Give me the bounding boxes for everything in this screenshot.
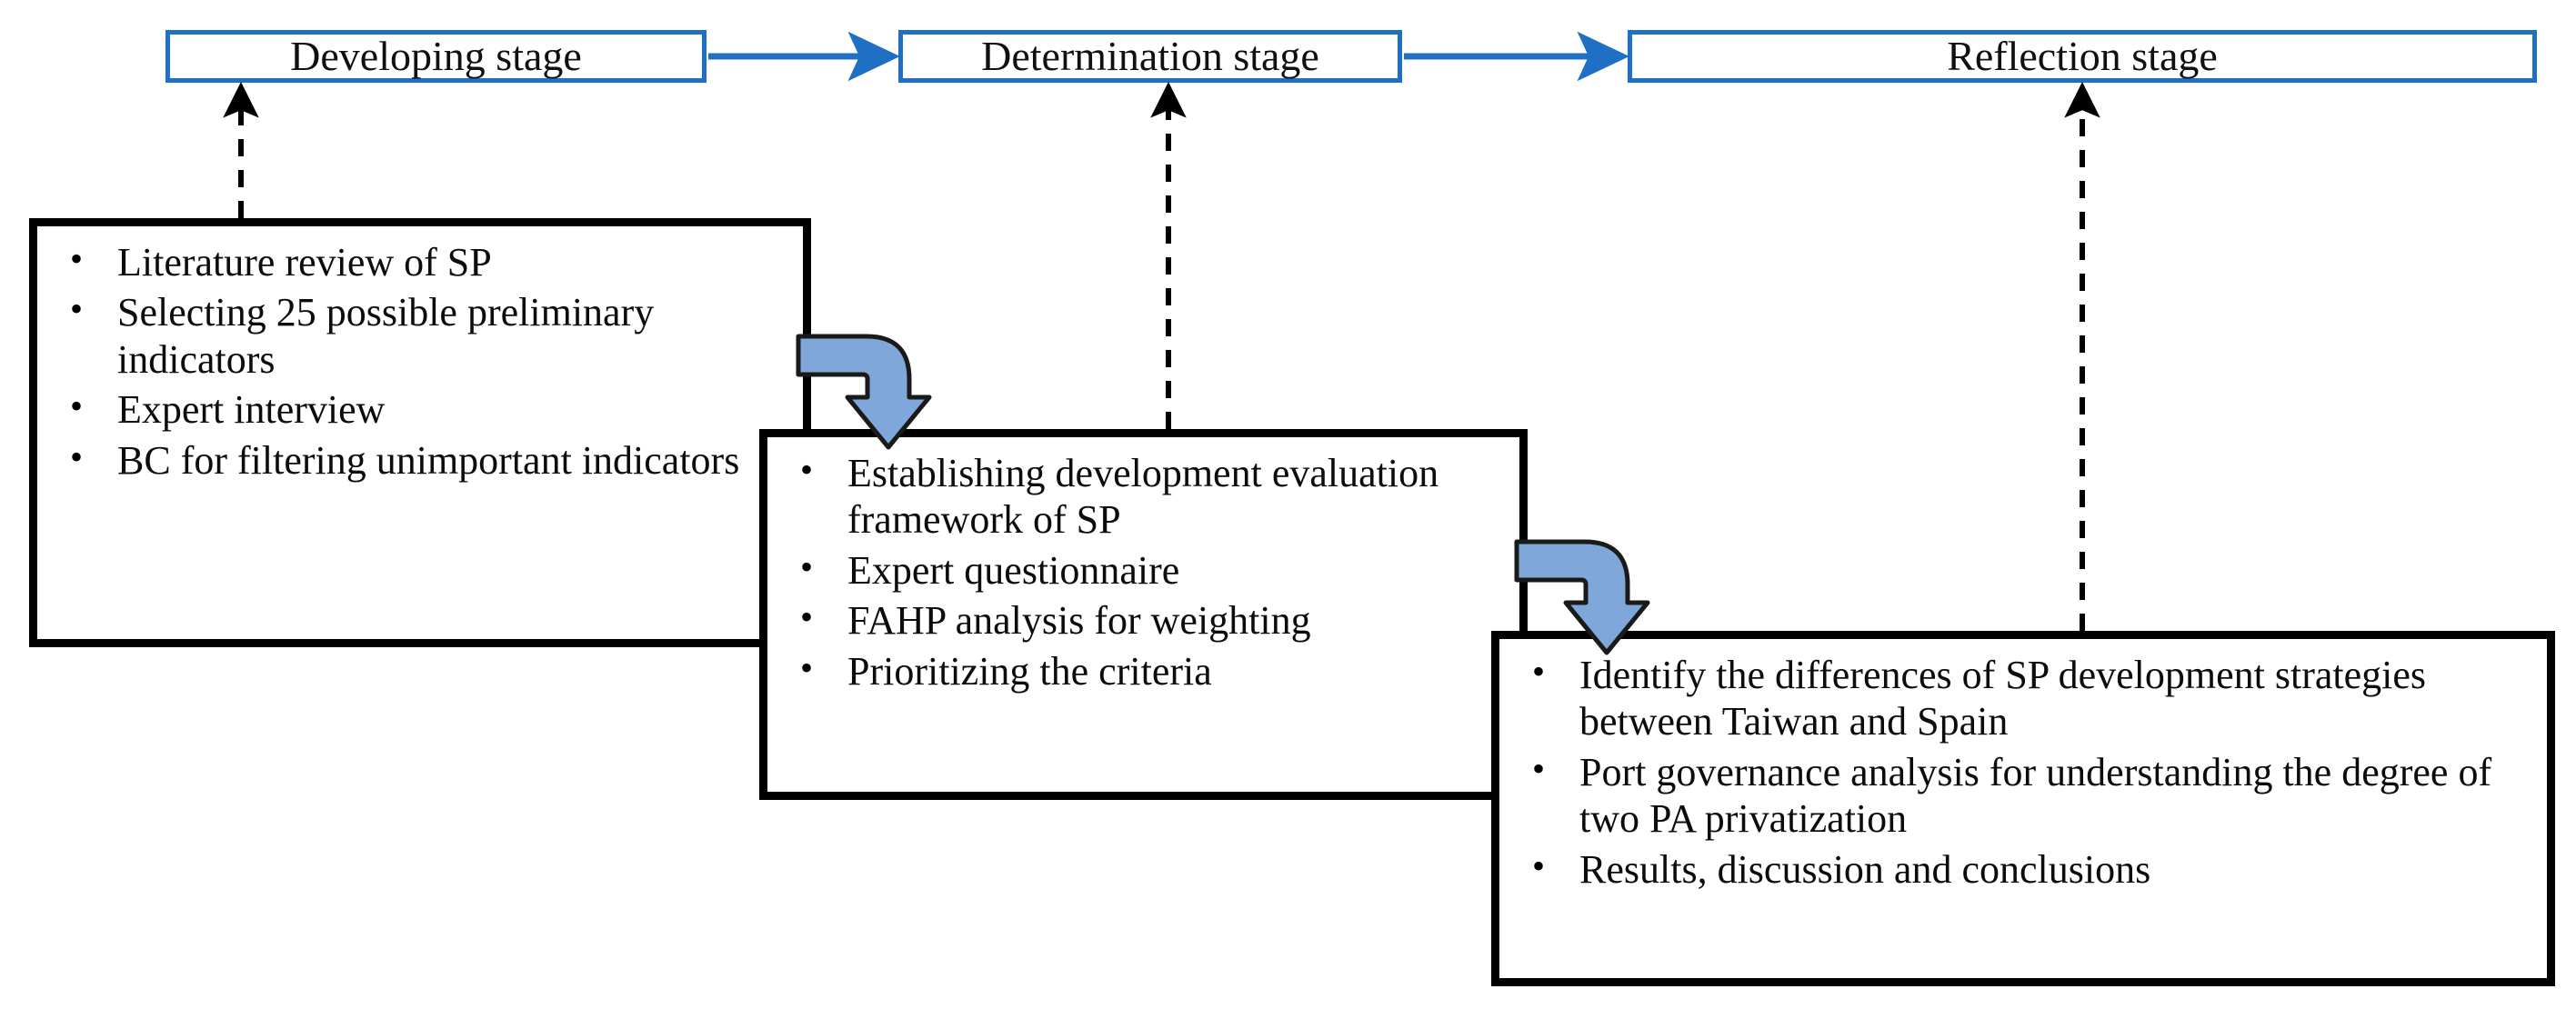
stage-label-determination: Determination stage: [981, 33, 1319, 79]
list-item: Expert questionnaire: [787, 546, 1503, 594]
list-item: Establishing development evaluation fram…: [787, 449, 1503, 544]
bullet-list-reflection: Identify the differences of SP developme…: [1519, 651, 2531, 893]
list-item: Port governance analysis for understandi…: [1519, 748, 2531, 843]
stage-box-determination[interactable]: Determination stage: [898, 30, 1402, 83]
list-item: Prioritizing the criteria: [787, 647, 1503, 694]
stage-label-developing: Developing stage: [290, 33, 582, 79]
content-box-reflection-activities[interactable]: Identify the differences of SP developme…: [1491, 631, 2555, 986]
list-item: Identify the differences of SP developme…: [1519, 651, 2531, 745]
list-item: Literature review of SP: [57, 238, 787, 285]
list-item: Results, discussion and conclusions: [1519, 845, 2531, 893]
bullet-list-determination: Establishing development evaluation fram…: [787, 449, 1503, 694]
list-item: Selecting 25 possible preliminary indica…: [57, 288, 787, 383]
stage-label-reflection: Reflection stage: [1947, 33, 2218, 79]
list-item: Expert interview: [57, 385, 787, 433]
stage-box-developing[interactable]: Developing stage: [165, 30, 707, 83]
list-item: BC for filtering unimportant indicators: [57, 436, 787, 484]
content-box-determination-activities[interactable]: Establishing development evaluation fram…: [759, 429, 1528, 800]
list-item: FAHP analysis for weighting: [787, 596, 1503, 644]
bullet-list-developing: Literature review of SP Selecting 25 pos…: [57, 238, 787, 484]
content-box-developing-activities[interactable]: Literature review of SP Selecting 25 pos…: [29, 218, 811, 647]
stage-box-reflection[interactable]: Reflection stage: [1628, 30, 2537, 83]
